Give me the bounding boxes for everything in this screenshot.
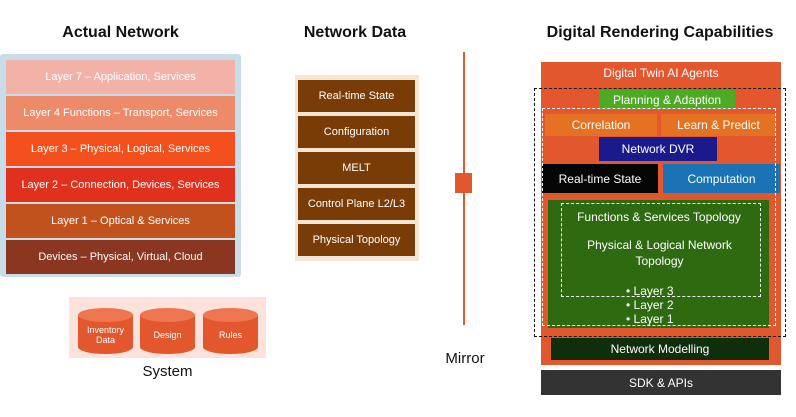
- network-data-title: Network Data: [303, 24, 407, 41]
- middle-dashed-outline: [542, 108, 776, 326]
- devices-layer: Devices – Physical, Virtual, Cloud: [6, 240, 235, 274]
- nd-configuration: Configuration: [298, 116, 415, 148]
- functions-services-topology: Functions & Services Topology: [553, 204, 765, 230]
- topology-layer-2: • Layer 2: [626, 298, 674, 312]
- physical-logical-topology: Physical & Logical Network Topology: [587, 238, 732, 268]
- computation-box: Computation: [663, 164, 780, 193]
- planning-adaption: Planning & Adaption: [599, 90, 735, 110]
- rules-label: Rules: [218, 329, 242, 340]
- nd-control-plane: Control Plane L2/L3: [298, 188, 415, 220]
- network-dvr-box: Network DVR: [599, 137, 717, 161]
- actual-network-title: Actual Network: [62, 24, 179, 41]
- mirror-label: Mirror: [445, 350, 485, 367]
- nd-melt: MELT: [298, 152, 415, 184]
- layer-3: Layer 3 – Physical, Logical, Services: [6, 132, 235, 166]
- ai-agents-label: Digital Twin AI Agents: [603, 66, 719, 80]
- actual-network-panel: Layer 7 – Application, Services Layer 4 …: [0, 54, 241, 277]
- inventory-data-store: Inventory Data: [78, 308, 133, 354]
- network-modelling-box: Network Modelling: [551, 338, 769, 360]
- layer-7: Layer 7 – Application, Services: [6, 60, 235, 94]
- design-store: Design: [140, 308, 195, 354]
- design-label: Design: [153, 329, 182, 340]
- topology-layer-3: • Layer 3: [626, 284, 674, 298]
- topology-layer-1: • Layer 1: [626, 312, 674, 326]
- inventory-data-label: Inventory Data: [86, 324, 125, 345]
- system-title: System: [142, 363, 193, 380]
- nd-realtime-state: Real-time State: [298, 80, 415, 112]
- realtime-state-box: Real-time State: [542, 164, 658, 193]
- layer-1: Layer 1 – Optical & Services: [6, 204, 235, 238]
- outer-dashed-outline: [534, 88, 786, 337]
- sdk-apis-box: SDK & APIs: [541, 370, 781, 395]
- nd-physical-topology: Physical Topology: [298, 224, 415, 256]
- layer-4: Layer 4 Functions – Transport, Services: [6, 96, 235, 130]
- layer-2: Layer 2 – Connection, Devices, Services: [6, 168, 235, 202]
- mirror-node: [455, 173, 472, 193]
- rules-store: Rules: [203, 308, 258, 354]
- correlation-box: Correlation: [545, 114, 657, 136]
- learn-predict-box: Learn & Predict: [661, 114, 776, 136]
- digital-rendering-title: Digital Rendering Capabilities: [546, 24, 774, 41]
- inner-dashed-outline: [561, 203, 761, 297]
